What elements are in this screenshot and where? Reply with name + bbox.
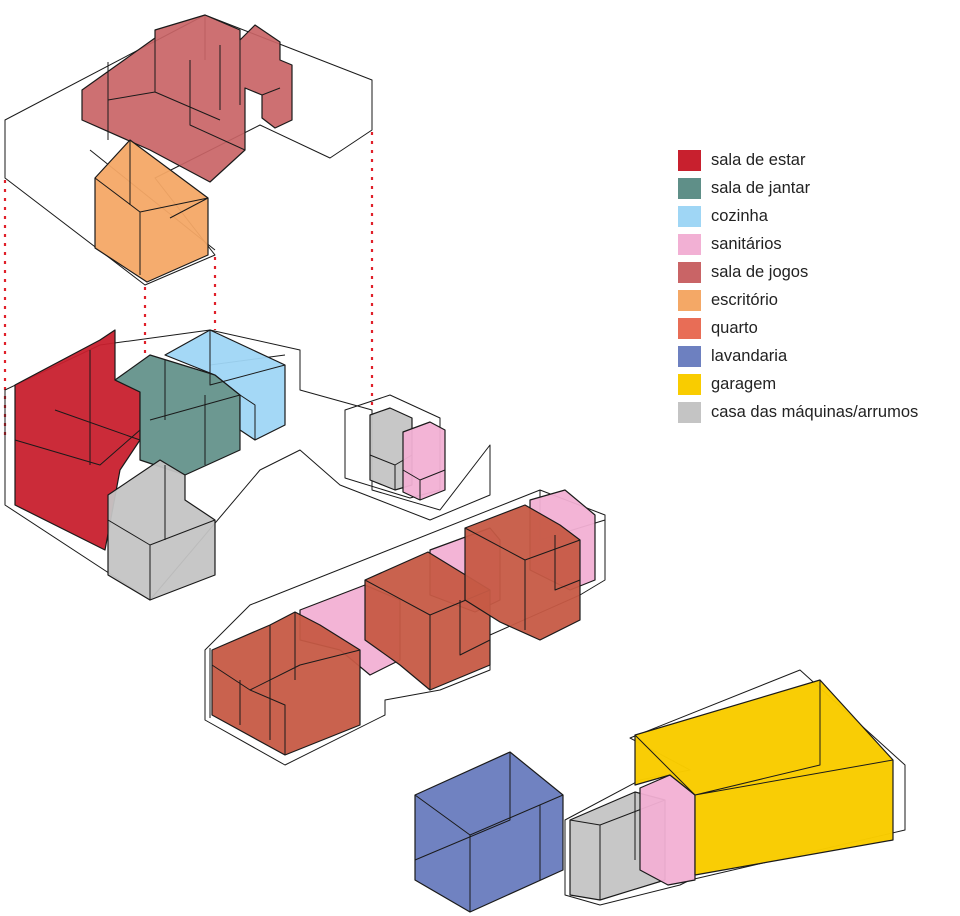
legend-swatch (678, 401, 701, 423)
legend-swatch (678, 345, 701, 367)
legend-label: sala de jogos (711, 262, 809, 281)
legend-item-machine-room-storage: casa das máquinas/arrumos (678, 398, 948, 426)
laundry-volume (414, 751, 564, 913)
small-sanitary-volume (402, 421, 446, 501)
legend-label: sala de jantar (711, 178, 811, 197)
legend-swatch (678, 149, 701, 171)
kitchen-volume (164, 329, 286, 441)
bedroom-wing-level (204, 489, 606, 766)
garage-level (414, 669, 906, 913)
legend-swatch (678, 177, 701, 199)
legend-item-garage: garagem (678, 370, 948, 398)
legend-item-laundry: lavandaria (678, 342, 948, 370)
legend-label: cozinha (711, 206, 768, 225)
legend-item-kitchen: cozinha (678, 202, 948, 230)
legend: sala de estar sala de jantar cozinha san… (678, 146, 948, 426)
legend-label: casa das máquinas/arrumos (711, 402, 919, 421)
legend-label: escritório (711, 290, 778, 309)
legend-label: lavandaria (711, 346, 788, 365)
bedroom-volume-2 (364, 551, 491, 691)
legend-swatch (678, 261, 701, 283)
bedroom-volume-1 (211, 611, 361, 756)
bedroom-volume-3 (464, 504, 581, 641)
office-volume (94, 139, 209, 283)
machine-room-volume-ground (107, 459, 216, 601)
legend-item-bedroom: quarto (678, 314, 948, 342)
legend-label: quarto (711, 318, 758, 337)
legend-label: sala de estar (711, 150, 806, 169)
legend-swatch (678, 205, 701, 227)
upper-floor-level (4, 14, 373, 286)
garage-volume (634, 679, 894, 876)
legend-swatch (678, 317, 701, 339)
legend-swatch (678, 373, 701, 395)
ground-floor-level (4, 329, 491, 601)
legend-item-office: escritório (678, 286, 948, 314)
legend-label: garagem (711, 374, 777, 393)
legend-swatch (678, 233, 701, 255)
legend-item-game-room: sala de jogos (678, 258, 948, 286)
legend-item-living-room: sala de estar (678, 146, 948, 174)
dining-room-volume (114, 354, 241, 476)
legend-swatch (678, 289, 701, 311)
garage-sanitary-volume (639, 774, 696, 886)
legend-item-dining-room: sala de jantar (678, 174, 948, 202)
game-room-volume (81, 14, 293, 183)
legend-item-bathrooms: sanitários (678, 230, 948, 258)
legend-label: sanitários (711, 234, 782, 253)
